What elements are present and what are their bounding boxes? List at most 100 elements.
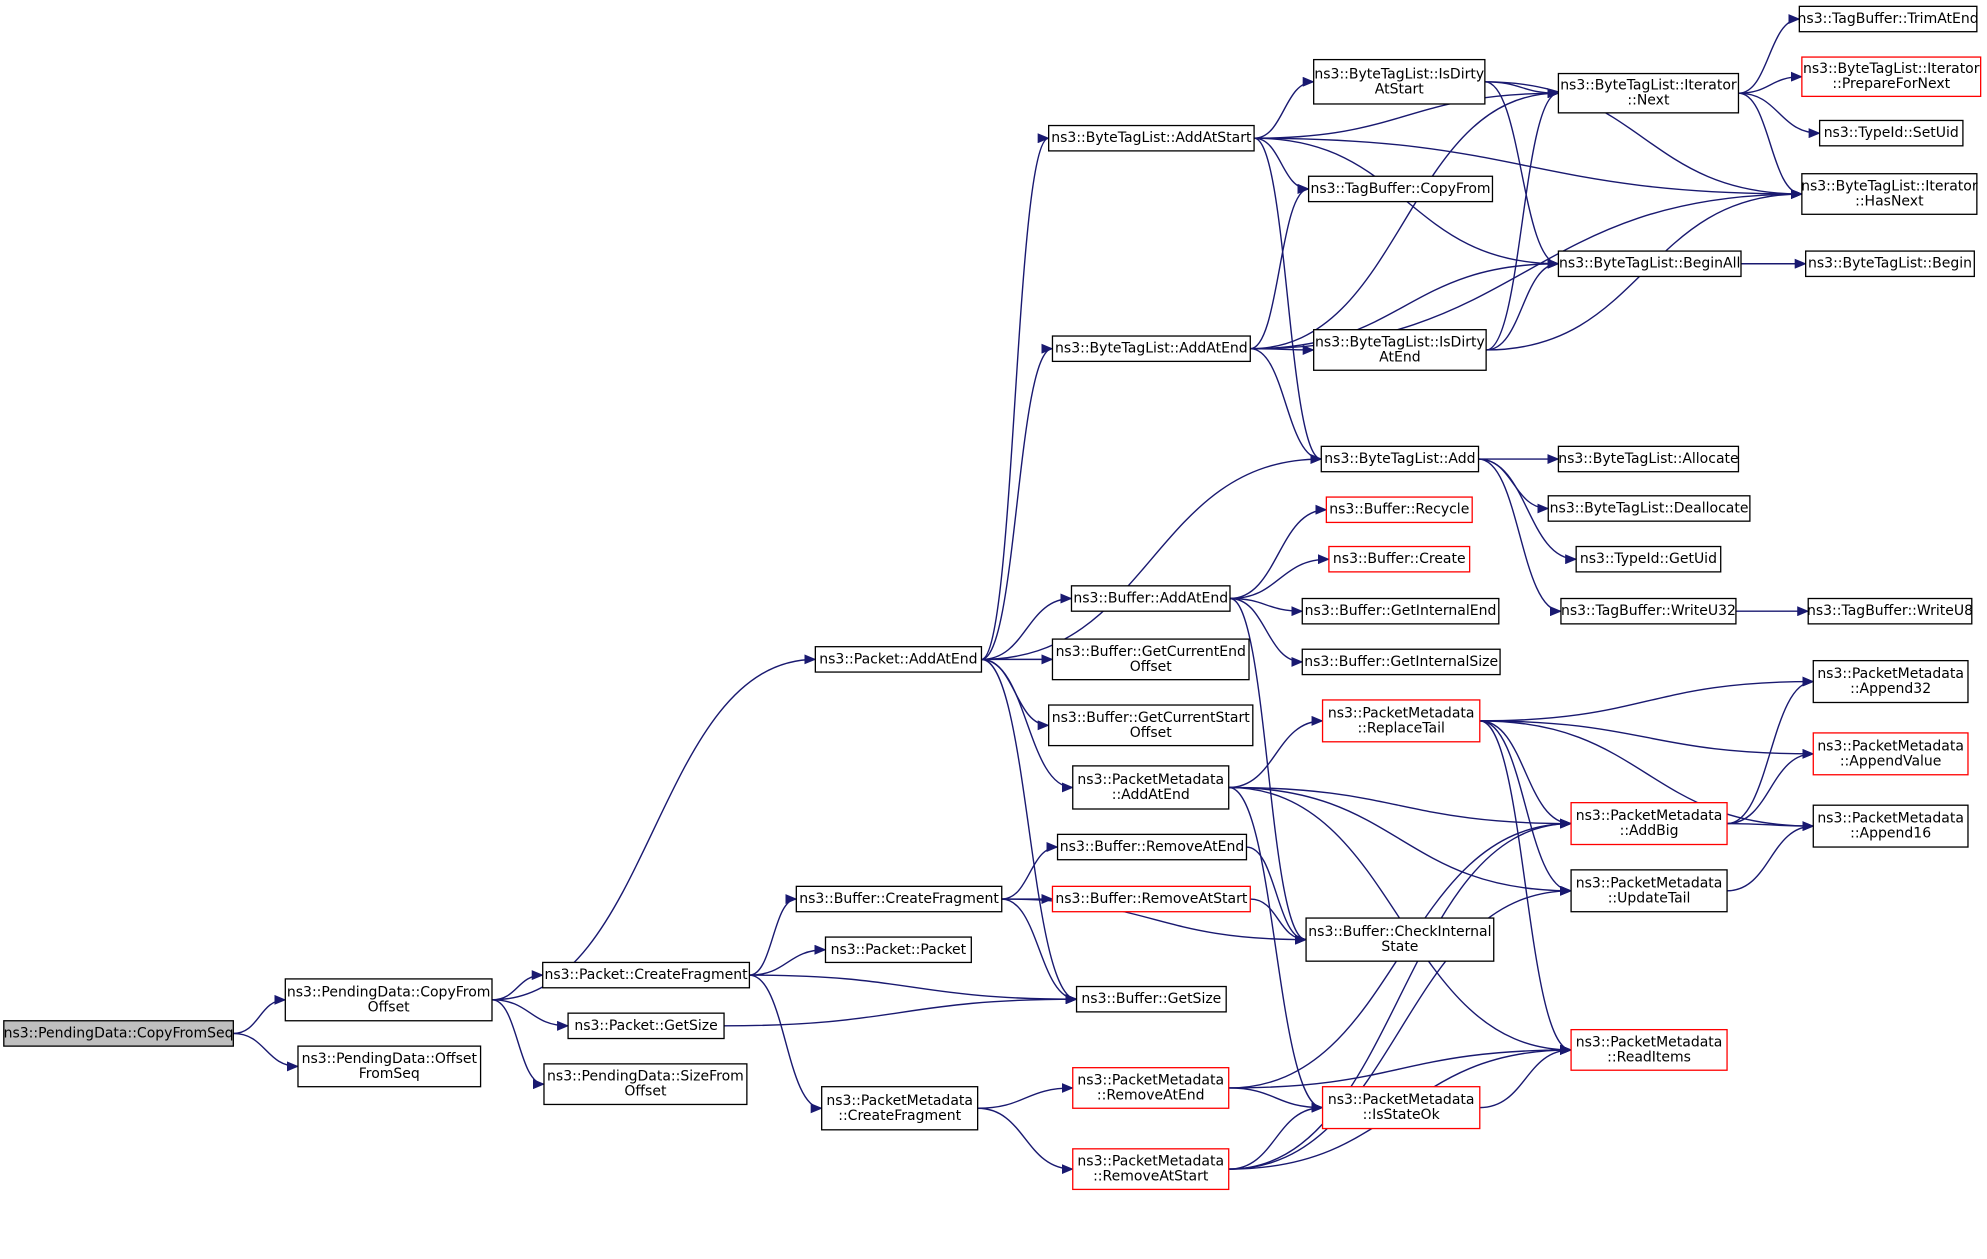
node-box: [795, 885, 1003, 913]
edge-btl_it_next-to-btl_it_preparefornext: [1738, 71, 1803, 94]
edge-btl_it_next-to-tb_trimatend: [1738, 14, 1801, 94]
node-box: [821, 1086, 979, 1131]
node-label: ns3::TagBuffer::TrimAtEnd: [1798, 11, 1979, 27]
node-pm_append32[interactable]: ns3::PacketMetadata::Append32: [1812, 659, 1969, 704]
node-label: ns3::PacketMetadata: [1077, 1072, 1224, 1088]
node-box: [1557, 72, 1740, 114]
edge-btl_addatend-to-tb_copyfrom: [1250, 183, 1310, 350]
edge-copyfromseq-to-copyfromoffset: [233, 994, 287, 1035]
node-buf_getsize[interactable]: ns3::Buffer::GetSize: [1075, 985, 1227, 1013]
node-tb_writeu8[interactable]: ns3::TagBuffer::WriteU8: [1807, 597, 1973, 625]
node-pm_addatend[interactable]: ns3::PacketMetadata::AddAtEnd: [1072, 765, 1230, 810]
node-btl_deallocate[interactable]: ns3::ByteTagList::Deallocate: [1547, 495, 1751, 522]
edge-btl_isdirtyatend-to-btl_it_next: [1485, 88, 1560, 351]
node-typeid_setuid[interactable]: ns3::TypeId::SetUid: [1818, 119, 1964, 147]
node-label: ns3::Buffer::GetSize: [1081, 991, 1221, 1007]
node-label: ns3::Buffer::GetCurrentStart: [1052, 710, 1250, 726]
node-box: [1325, 496, 1473, 524]
node-btl_it_next[interactable]: ns3::ByteTagList::Iterator::Next: [1557, 72, 1740, 114]
node-pm_createfragment[interactable]: ns3::PacketMetadata::CreateFragment: [821, 1086, 979, 1131]
node-pm_removeatend[interactable]: ns3::PacketMetadata::RemoveAtEnd: [1072, 1067, 1230, 1109]
node-label: ns3::ByteTagList::Deallocate: [1550, 500, 1749, 516]
node-label: ::ReplaceTail: [1357, 720, 1444, 736]
edge-pkt_createfragment-to-pkt_packet: [749, 944, 827, 976]
node-box: [1557, 445, 1740, 473]
node-buf_recycle[interactable]: ns3::Buffer::Recycle: [1325, 496, 1473, 524]
node-btl_addatstart[interactable]: ns3::ByteTagList::AddAtStart: [1048, 124, 1255, 152]
node-label: ns3::Buffer::Create: [1333, 551, 1466, 567]
node-label: ns3::ByteTagList::AddAtStart: [1051, 130, 1252, 146]
edge-buf_removeatstart-to-buf_checkinternalstate: [1250, 898, 1308, 945]
node-label: ::HasNext: [1855, 194, 1924, 210]
edge-pm_removeatstart-to-pm_updatetail: [1228, 885, 1573, 1170]
node-typeid_getuid[interactable]: ns3::TypeId::GetUid: [1575, 545, 1722, 573]
node-tb_copyfrom[interactable]: ns3::TagBuffer::CopyFrom: [1307, 175, 1494, 203]
node-pm_updatetail[interactable]: ns3::PacketMetadata::UpdateTail: [1570, 869, 1728, 913]
node-label: Offset: [1130, 725, 1173, 741]
node-label: ns3::Buffer::CheckInternal: [1308, 924, 1491, 940]
node-box: [1812, 659, 1969, 704]
node-box: [1570, 802, 1728, 846]
node-pm_replacetail[interactable]: ns3::PacketMetadata::ReplaceTail: [1321, 699, 1481, 743]
edge-btl_it_next-to-typeid_setuid: [1738, 92, 1821, 139]
edge-copyfromoffset-to-pkt_getsize: [491, 999, 570, 1031]
node-label: ns3::Buffer::GetCurrentEnd: [1056, 644, 1246, 660]
node-pkt_packet[interactable]: ns3::Packet::Packet: [824, 936, 972, 964]
node-box: [1301, 597, 1500, 625]
node-pm_addbig[interactable]: ns3::PacketMetadata::AddBig: [1570, 802, 1728, 846]
node-pkt_addatend[interactable]: ns3::Packet::AddAtEnd: [814, 646, 983, 673]
edge-btl_isdirtyatend-to-btl_beginall: [1486, 258, 1560, 351]
node-box: [824, 936, 972, 964]
node-buf_removeatstart[interactable]: ns3::Buffer::RemoveAtStart: [1051, 885, 1251, 913]
node-buf_getinternalend[interactable]: ns3::Buffer::GetInternalEnd: [1301, 597, 1500, 625]
node-box: [1305, 917, 1495, 962]
node-box: [543, 1063, 748, 1106]
node-label: FromSeq: [359, 1066, 420, 1082]
node-label: ::Next: [1627, 93, 1670, 109]
node-btl_it_hasnext[interactable]: ns3::ByteTagList::Iterator::HasNext: [1801, 173, 1978, 215]
node-box: [1048, 704, 1254, 747]
node-tb_writeu32[interactable]: ns3::TagBuffer::WriteU32: [1560, 597, 1737, 625]
edge-btl_addatstart-to-btl_isdirtyatstart: [1254, 76, 1315, 139]
node-pkt_getsize[interactable]: ns3::Packet::GetSize: [567, 1012, 725, 1040]
node-pm_isstateok[interactable]: ns3::PacketMetadata::IsStateOk: [1321, 1086, 1481, 1130]
node-box: [297, 1045, 482, 1088]
node-pm_append16[interactable]: ns3::PacketMetadata::Append16: [1812, 804, 1969, 848]
node-buf_getinternalsize[interactable]: ns3::Buffer::GetInternalSize: [1301, 648, 1501, 676]
node-pm_removeatstart[interactable]: ns3::PacketMetadata::RemoveAtStart: [1072, 1148, 1230, 1191]
node-btl_allocate[interactable]: ns3::ByteTagList::Allocate: [1557, 445, 1740, 473]
node-label: ns3::PendingData::Offset: [302, 1051, 478, 1067]
node-btl_addatend[interactable]: ns3::ByteTagList::AddAtEnd: [1051, 335, 1251, 363]
node-box: [1818, 119, 1964, 147]
node-buf_createfragment[interactable]: ns3::Buffer::CreateFragment: [795, 885, 1003, 913]
node-box: [1051, 335, 1251, 363]
node-btl_add[interactable]: ns3::ByteTagList::Add: [1320, 445, 1480, 473]
edge-buf_addatend-to-buf_getinternalsize: [1229, 597, 1304, 667]
node-btl_beginall[interactable]: ns3::ByteTagList::BeginAll: [1557, 250, 1742, 278]
edge-btl_it_next-to-btl_it_hasnext: [1738, 92, 1803, 199]
edge-buf_addatend-to-buf_getinternalend: [1229, 597, 1304, 617]
node-box: [1056, 833, 1248, 861]
node-btl_begin[interactable]: ns3::ByteTagList::Begin: [1805, 250, 1975, 278]
edge-buf_addatend-to-buf_create: [1229, 554, 1330, 600]
node-pkt_createfragment[interactable]: ns3::Packet::CreateFragment: [542, 961, 751, 989]
node-pm_readitems[interactable]: ns3::PacketMetadata::ReadItems: [1570, 1028, 1728, 1071]
node-btl_it_preparefornext[interactable]: ns3::ByteTagList::Iterator::PrepareForNe…: [1801, 56, 1982, 98]
node-buf_create[interactable]: ns3::Buffer::Create: [1328, 545, 1471, 573]
node-pm_appendvalue[interactable]: ns3::PacketMetadata::AppendValue: [1812, 732, 1969, 776]
node-buf_removeatend[interactable]: ns3::Buffer::RemoveAtEnd: [1056, 833, 1248, 861]
node-buf_addatend[interactable]: ns3::Buffer::AddAtEnd: [1070, 585, 1231, 612]
edge-pm_replacetail-to-pm_append16: [1479, 720, 1815, 832]
edge-buf_createfragment-to-buf_removeatend: [1001, 842, 1059, 900]
node-tb_trimatend[interactable]: ns3::TagBuffer::TrimAtEnd: [1798, 5, 1979, 33]
node-box: [567, 1012, 725, 1040]
node-copyfromseq[interactable]: ns3::PendingData::CopyFromSeq: [3, 1020, 234, 1047]
